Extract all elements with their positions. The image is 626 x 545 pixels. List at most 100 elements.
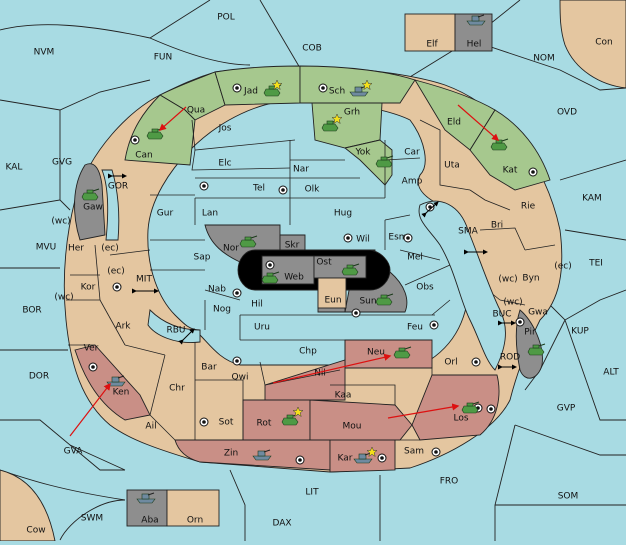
label-hil: Hil (251, 300, 263, 310)
label-gur: Gur (157, 209, 174, 219)
label-skr: Skr (285, 241, 300, 251)
label-byn: Byn (522, 274, 539, 284)
label-ver: Ver (84, 344, 99, 354)
label-car: Car (404, 148, 420, 158)
label-neu: Neu (367, 348, 385, 358)
province-yok[interactable] (343, 139, 393, 186)
province-mou[interactable] (309, 399, 413, 441)
label-her-wc: (wc) (51, 217, 70, 227)
label-olk: Olk (305, 185, 321, 195)
label-nar: Nar (293, 165, 309, 175)
province-orn[interactable] (166, 489, 220, 527)
label-cob: COB (302, 44, 322, 54)
label-nil: Nil (314, 369, 326, 379)
label-can: Can (135, 151, 153, 161)
label-fro: FRO (440, 477, 459, 487)
province-sch[interactable] (299, 65, 416, 104)
label-mit: MIT (136, 275, 152, 285)
label-byn-wc: (wc) (498, 275, 517, 285)
label-ost: Ost (316, 258, 332, 268)
label-mvu: MVU (36, 243, 57, 253)
label-los: Los (453, 414, 468, 424)
label-pir: Pir (524, 328, 536, 338)
label-kor-wc: (wc) (54, 293, 73, 303)
province-eun[interactable] (317, 277, 347, 309)
label-gvp: GVP (557, 404, 576, 414)
province-pir[interactable] (515, 309, 543, 379)
province-con[interactable] (559, 0, 626, 89)
label-gwa-wc: (wc) (503, 298, 522, 308)
label-buc: BUC (492, 310, 511, 320)
label-rod: ROD (500, 353, 520, 363)
inner-borders (66, 119, 556, 441)
label-elc: Elc (218, 159, 231, 169)
label-sch: Sch (329, 87, 345, 97)
order-arrows (69, 104, 500, 437)
label-mel: Mel (407, 253, 423, 263)
label-kup: KUP (571, 327, 589, 337)
province-gaw[interactable] (74, 163, 106, 241)
label-lan: Lan (202, 209, 218, 219)
label-her-ec: (ec) (101, 244, 119, 254)
label-nvm: NVM (34, 48, 55, 58)
label-mou: Mou (343, 422, 362, 432)
label-gva: GVA (64, 447, 84, 457)
label-ark: Ark (115, 322, 131, 332)
label-amp: Amp (402, 177, 423, 187)
label-obs: Obs (416, 283, 434, 293)
label-esm: Esm (388, 233, 407, 243)
label-jad: Jad (243, 87, 258, 97)
label-zin: Zin (224, 449, 238, 459)
label-aba: Aba (141, 516, 158, 526)
province-jad[interactable] (214, 65, 301, 106)
label-byn-ec: (ec) (554, 262, 572, 272)
province-qua[interactable] (159, 71, 226, 121)
label-rie: Rie (521, 202, 536, 212)
label-tel: Tel (252, 184, 265, 194)
label-jos: Jos (218, 124, 232, 134)
label-uta: Uta (444, 161, 460, 171)
label-wil: Wil (356, 235, 370, 245)
province-eld[interactable] (414, 79, 496, 151)
label-gvg: GVG (52, 158, 72, 168)
sea-sma[interactable] (418, 200, 506, 371)
label-kam: KAM (582, 194, 602, 204)
province-zin[interactable] (174, 439, 331, 471)
label-tei: TEI (588, 259, 603, 269)
province-elf[interactable] (404, 13, 456, 52)
province-rot[interactable] (242, 399, 311, 441)
label-grh: Grh (344, 108, 360, 118)
label-nor: Nor (223, 244, 239, 254)
label-con: Con (595, 38, 613, 48)
label-ovd: OVD (557, 108, 577, 118)
label-fun: FUN (154, 53, 173, 63)
label-cow: Cow (26, 526, 45, 536)
province-labels: POL COB NOM Con Elf Hel NVM FUN OVD KAL … (6, 13, 620, 536)
label-sma: SMA (458, 227, 478, 237)
label-kal: KAL (6, 163, 23, 173)
label-som: SOM (558, 492, 579, 502)
label-orl: Orl (444, 358, 457, 368)
label-qwi: Qwi (232, 373, 249, 383)
label-ken: Ken (113, 388, 130, 398)
label-qua: Qua (187, 106, 205, 116)
label-nom: NOM (533, 54, 555, 64)
label-orn: Orn (187, 516, 203, 526)
label-her: Her (68, 244, 84, 254)
sea-gor-channel[interactable] (101, 169, 120, 241)
label-lit: LIT (305, 488, 319, 498)
label-sap: Sap (194, 253, 211, 263)
label-chp: Chp (299, 347, 317, 357)
label-rbu: RBU (166, 326, 185, 336)
label-ail: Ail (145, 422, 156, 432)
label-chr: Chr (169, 384, 185, 394)
label-dax: DAX (272, 519, 291, 529)
label-swm: SWM (81, 514, 103, 524)
label-bri: Bri (491, 221, 503, 231)
label-eld: Eld (447, 118, 461, 128)
label-hug: Hug (334, 209, 352, 219)
label-sam: Sam (404, 447, 424, 457)
label-eun: Eun (324, 296, 341, 306)
label-gor: GOR (108, 182, 128, 192)
